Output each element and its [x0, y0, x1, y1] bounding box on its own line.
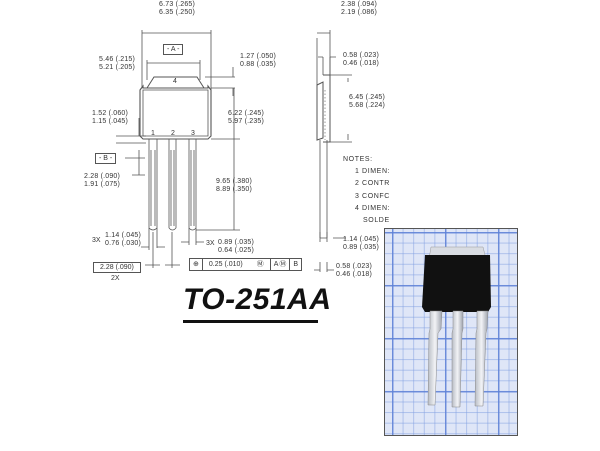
dim-max: 0.89 (.035): [218, 239, 255, 246]
dim-min: 0.89 (.035): [343, 244, 380, 251]
note-item: 1 DIMEN:: [343, 166, 390, 178]
note-continuation: SOLDE: [363, 217, 390, 225]
dim-min: 0.76 (.030): [105, 240, 142, 247]
dim-min: 5.68 (.224): [349, 102, 386, 109]
tolerance-cell: 0.25 (.010) Ⓜ: [203, 259, 271, 270]
dim-min: 0.88 (.035): [240, 61, 277, 68]
datum-a-cell: A Ⓜ: [271, 259, 291, 270]
tolerance-value: 0.25 (.010): [208, 261, 243, 268]
package-title: TO-251AA: [183, 283, 332, 316]
dim-min: 0.64 (.025): [218, 247, 255, 254]
dim-overall-thickness: 2.38 (.094) 2.19 (.086): [341, 1, 377, 17]
dim-min: 1.91 (.075): [84, 181, 121, 188]
dim-lead-offset: 2.28 (.090) 1.91 (.075): [84, 173, 120, 189]
dim-min: 5.97 (.235): [228, 118, 265, 125]
note-text: CONFC: [362, 192, 390, 200]
dim-max: 6.73 (.265): [159, 1, 196, 8]
component-photo: [384, 228, 518, 436]
dim-lead-length: 9.65 (.380) 8.89 (.350): [216, 178, 252, 194]
qty-3x-wide: 3X: [92, 237, 101, 244]
dim-max: 2.38 (.094): [341, 1, 378, 8]
dim-lead-width-wide: 1.14 (.045) 0.76 (.030): [105, 232, 141, 248]
note-number: 2: [355, 180, 360, 188]
datum-a-label: - A -: [163, 44, 184, 55]
note-number: 1: [355, 168, 360, 176]
title-underline: [183, 320, 318, 323]
dim-tab-height: 1.27 (.050) 0.88 (.035): [240, 53, 276, 69]
transistor-photo-icon: [422, 246, 491, 408]
dim-min: 2.19 (.086): [341, 9, 378, 16]
qty-2x: 2X: [111, 275, 120, 282]
pin-2-label: 2: [171, 130, 175, 137]
dim-max: 1.52 (.060): [92, 110, 129, 117]
dim-max: 6.45 (.245): [349, 94, 386, 101]
pin-1-label: 1: [151, 130, 155, 137]
notes-heading: NOTES:: [343, 156, 373, 163]
dim-min: 1.15 (.045): [92, 118, 129, 125]
dim-max: 0.58 (.023): [343, 52, 380, 59]
dim-max: 1.14 (.045): [343, 236, 380, 243]
dim-lead-thickness: 0.58 (.023) 0.46 (.018): [336, 263, 372, 279]
dim-body-height: 6.22 (.245) 5.97 (.235): [228, 110, 264, 126]
pin-3-label: 3: [191, 130, 195, 137]
dim-max: 1.27 (.050): [240, 53, 277, 60]
dim-max: 0.58 (.023): [336, 263, 373, 270]
dim-max: 1.14 (.045): [105, 232, 142, 239]
position-tolerance-frame: ⊕ 0.25 (.010) Ⓜ A Ⓜ B: [189, 258, 303, 271]
dim-min: 5.21 (.205): [99, 64, 136, 71]
dim-min: 8.89 (.350): [216, 186, 253, 193]
tab-pin-label: 4: [173, 78, 177, 85]
dim-lead-width: 0.89 (.035) 0.64 (.025): [218, 239, 254, 255]
dim-max: 2.28 (.090): [84, 173, 121, 180]
note-text: DIMEN:: [362, 168, 391, 176]
dim-pitch: 2.28 (.090): [93, 262, 141, 273]
datum-a-ref: A: [273, 261, 279, 268]
dim-body-width: 6.73 (.265) 6.35 (.250): [159, 1, 195, 17]
position-icon: ⊕: [190, 259, 203, 270]
note-item: 3 CONFC: [343, 191, 390, 203]
dim-tab-width: 5.46 (.215) 5.21 (.205): [99, 56, 135, 72]
notes-block: NOTES: 1 DIMEN: 2 CONTR 3 CONFC 4 DIMEN:…: [343, 154, 390, 227]
dim-side-body-height: 6.45 (.245) 5.68 (.224): [349, 94, 385, 110]
dim-side-lead-width: 1.14 (.045) 0.89 (.035): [343, 236, 379, 252]
mmc-icon: Ⓜ: [256, 261, 264, 268]
dim-max: 5.46 (.215): [99, 56, 136, 63]
dim-min: 0.46 (.018): [343, 60, 380, 67]
note-text: CONTR: [362, 180, 390, 188]
dim-min: 0.46 (.018): [336, 271, 373, 278]
qty-3x: 3X: [206, 240, 215, 247]
dim-max: 6.22 (.245): [228, 110, 265, 117]
dim-lead-shoulder: 1.52 (.060) 1.15 (.045): [92, 110, 128, 126]
mmc-icon: Ⓜ: [279, 261, 287, 268]
note-item: 2 CONTR: [343, 178, 390, 190]
note-text: DIMEN:: [362, 204, 391, 212]
dim-max: 9.65 (.380): [216, 178, 253, 185]
dim-min: 6.35 (.250): [159, 9, 196, 16]
datum-b-label: - B -: [95, 153, 117, 164]
dim-tab-thickness: 0.58 (.023) 0.46 (.018): [343, 52, 379, 68]
note-number: 4: [355, 204, 360, 212]
datum-b-ref: B: [293, 261, 299, 268]
note-item: 4 DIMEN:: [343, 203, 390, 215]
note-number: 3: [355, 192, 360, 200]
